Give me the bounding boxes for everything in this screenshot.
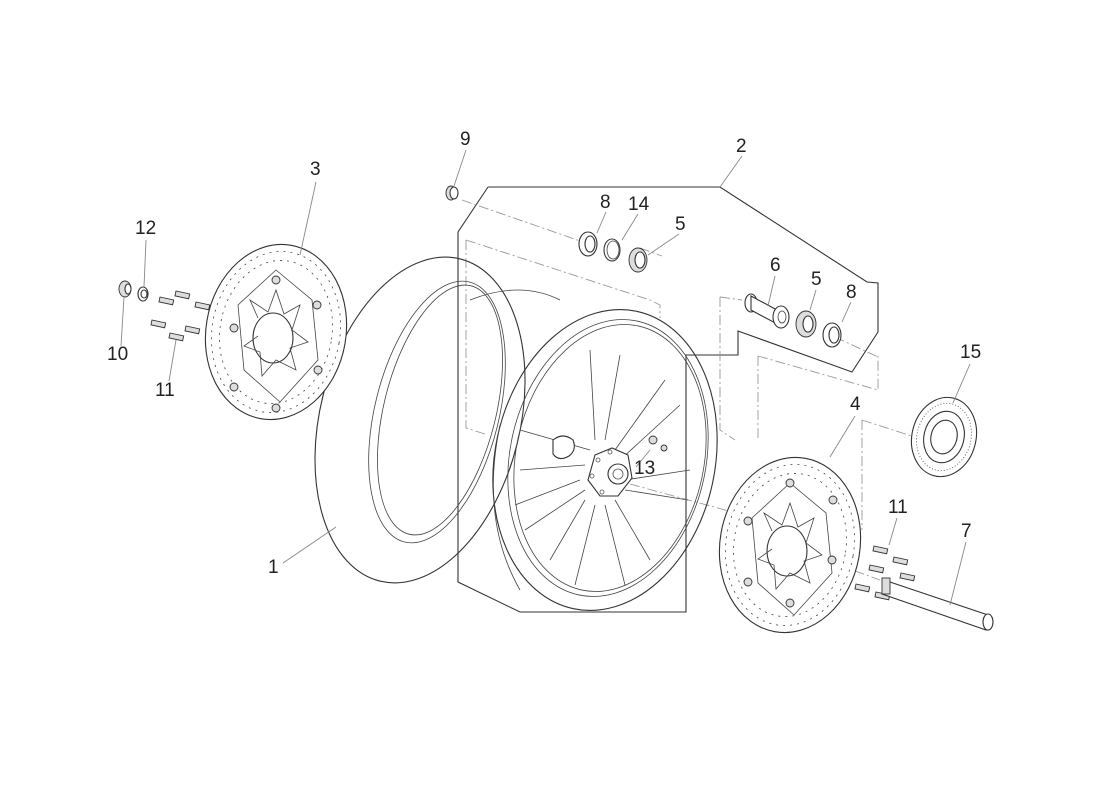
wheel-axle[interactable] [881,577,994,631]
leader-lines [120,149,971,606]
bearing-left[interactable] [628,247,648,273]
callout-13: 13 [634,458,655,479]
oil-seal-left[interactable] [578,231,598,257]
callout-2: 2 [736,136,747,157]
callout-10: 10 [107,344,128,365]
brake-disc-left[interactable] [192,233,360,431]
callout-5-left: 5 [675,214,686,235]
valve[interactable] [648,435,668,452]
disc-screws-right[interactable] [854,545,916,601]
washer[interactable] [137,286,149,302]
callout-4: 4 [850,394,861,415]
callout-6: 6 [770,255,781,276]
callout-labels: 1 2 3 4 5 5 6 7 8 8 9 10 11 11 12 13 14 … [107,129,981,578]
callout-15: 15 [960,342,981,363]
circlip[interactable] [603,238,621,262]
rim-hub [552,435,633,497]
callout-1: 1 [268,557,279,578]
oil-seal-right[interactable] [822,322,842,348]
callout-5-right: 5 [811,269,822,290]
disc-screws-left[interactable] [150,290,211,342]
brake-disc-right[interactable] [706,446,874,644]
spacer[interactable] [744,293,790,329]
callout-12: 12 [135,218,156,239]
callout-8-left: 8 [600,192,611,213]
callout-8-right: 8 [846,282,857,303]
callout-7: 7 [961,521,972,542]
nut[interactable] [118,280,132,298]
callout-3: 3 [310,159,321,180]
callout-9: 9 [460,129,471,150]
abs-tone-ring[interactable] [903,390,984,483]
callout-14: 14 [628,194,650,215]
spacer-bush[interactable] [445,185,459,201]
rim-spokes [514,349,691,586]
callout-11-left: 11 [155,380,175,401]
wheel-rim[interactable] [466,288,744,631]
bearing-right[interactable] [795,310,817,338]
callout-11-right: 11 [888,497,908,518]
